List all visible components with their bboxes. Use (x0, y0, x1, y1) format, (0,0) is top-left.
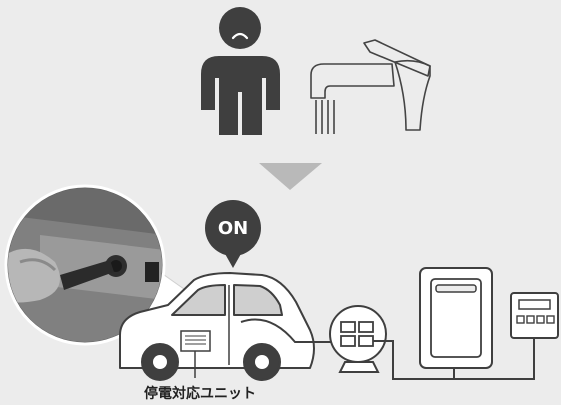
unit-label: 停電対応ユニット (120, 383, 280, 403)
arrow-down-icon (259, 163, 322, 190)
faucet-icon (311, 40, 430, 134)
person-sad-icon (201, 7, 280, 135)
pump-icon (330, 306, 386, 372)
remote-controller-icon (511, 293, 558, 338)
on-badge-label: ON (205, 218, 261, 239)
water-heater-icon (420, 268, 492, 368)
